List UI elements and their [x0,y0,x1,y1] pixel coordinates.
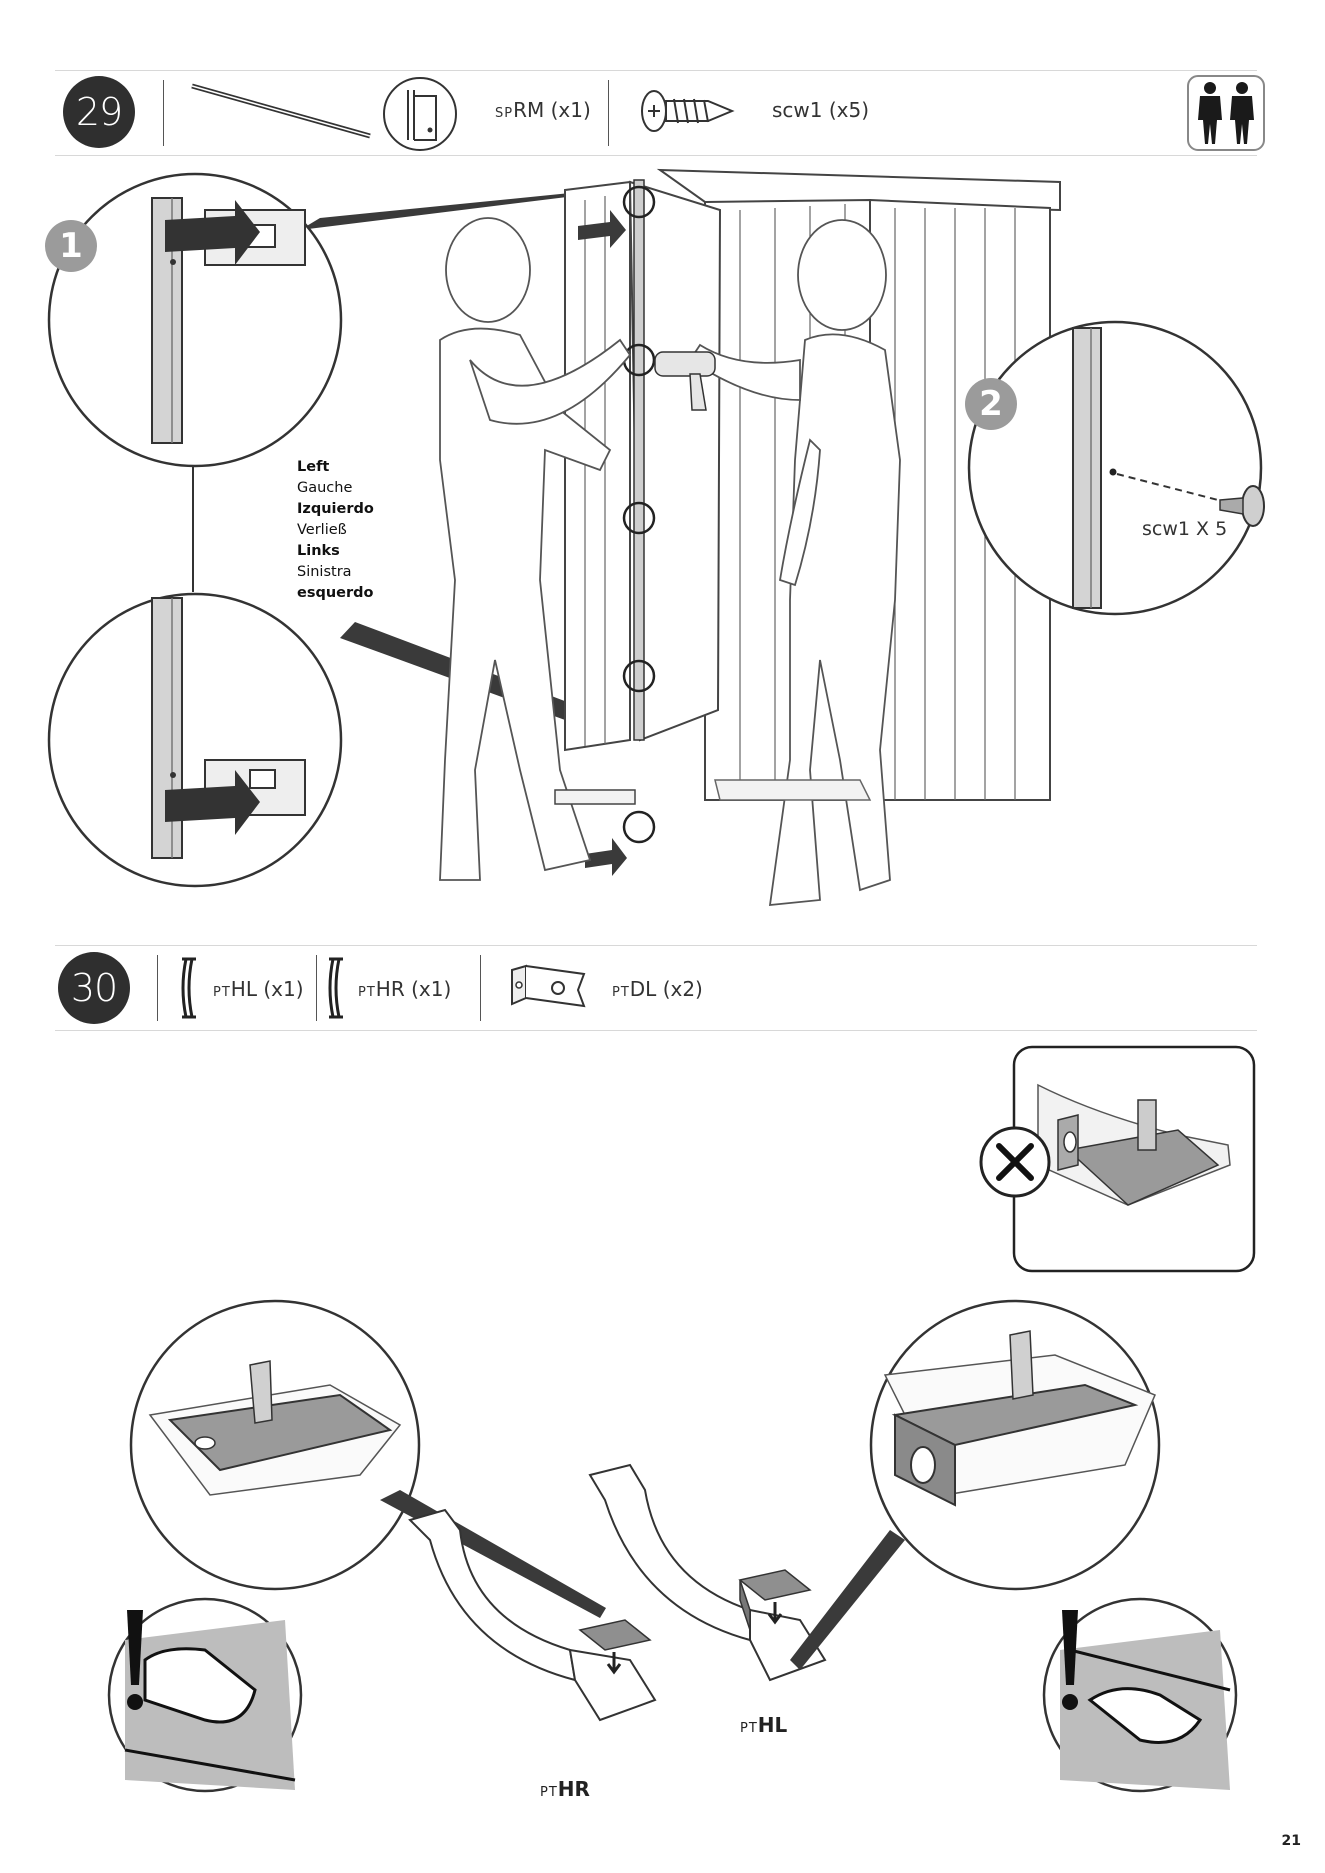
label-links: Links [297,541,374,562]
detail-circle-screw [965,318,1265,618]
part-qty: (x1) [551,98,591,122]
divider [163,80,164,146]
part-prefix: PT [213,985,231,1000]
part-qty: (x5) [829,98,869,122]
detail-circle-top [45,170,345,470]
handle-left-icon [178,955,200,1021]
label-gauche: Gauche [297,478,374,499]
part-name: HR [558,1777,590,1801]
label-izquierdo: Izquierdo [297,499,374,520]
step30-number: 30 [58,952,130,1024]
door-rail-icon [188,80,378,146]
part-prefix: PT [540,1785,558,1800]
part-prefix: PT [358,985,376,1000]
screw-icon [638,86,738,136]
two-person-icon [1186,74,1266,152]
part-name: HR [376,977,405,1001]
part-qty: (x1) [263,977,303,1001]
warning-detail-left [105,1590,305,1800]
label-sinistra: Sinistra [297,562,374,583]
warning-detail-right [1040,1590,1240,1800]
part-name: HL [758,1713,787,1737]
callout-2: 2 [965,378,1017,430]
part-qty: (x1) [411,977,451,1001]
label-esquerdo: esquerdo [297,583,374,604]
step29-number: 29 [63,76,135,148]
label-left: Left [297,457,374,478]
part-name: DL [630,977,657,1001]
part-prefix: SP [495,106,513,121]
part-prefix: PT [612,985,630,1000]
wrong-way-inset [978,1045,1258,1275]
part-name: scw1 [772,98,823,122]
part-prefix: PT [740,1721,758,1736]
part-name: RM [513,98,544,122]
assembly-label-hr: PTHR [540,1777,590,1801]
part-name: HL [231,977,257,1001]
bracket-icon [508,964,588,1012]
step30-part-dl: PTDL (x2) [612,977,703,1001]
step30-part-hl: PTHL (x1) [213,977,304,1001]
door-panel-icon [380,76,460,152]
detail-circle-bottom [45,590,345,890]
page-number: 21 [1282,1833,1301,1849]
label-verliess: Verließ [297,520,374,541]
pointer-wedge [790,1530,910,1680]
screw-quantity-label: scw1 X 5 [1142,518,1227,540]
step30-part-hr: PTHR (x1) [358,977,451,1001]
assembly-label-hl: PTHL [740,1713,787,1737]
handle-right-icon [325,955,347,1021]
step29-part-scw1: scw1 (x5) [772,98,869,122]
callout-1: 1 [45,220,97,272]
divider [157,955,158,1021]
door-side-labels: Left Gauche Izquierdo Verließ Links Sini… [297,457,374,604]
step29-part-rm: SPRM (x1) [495,98,591,122]
divider [608,80,609,146]
part-qty: (x2) [663,977,703,1001]
divider [480,955,481,1021]
divider [316,955,317,1021]
